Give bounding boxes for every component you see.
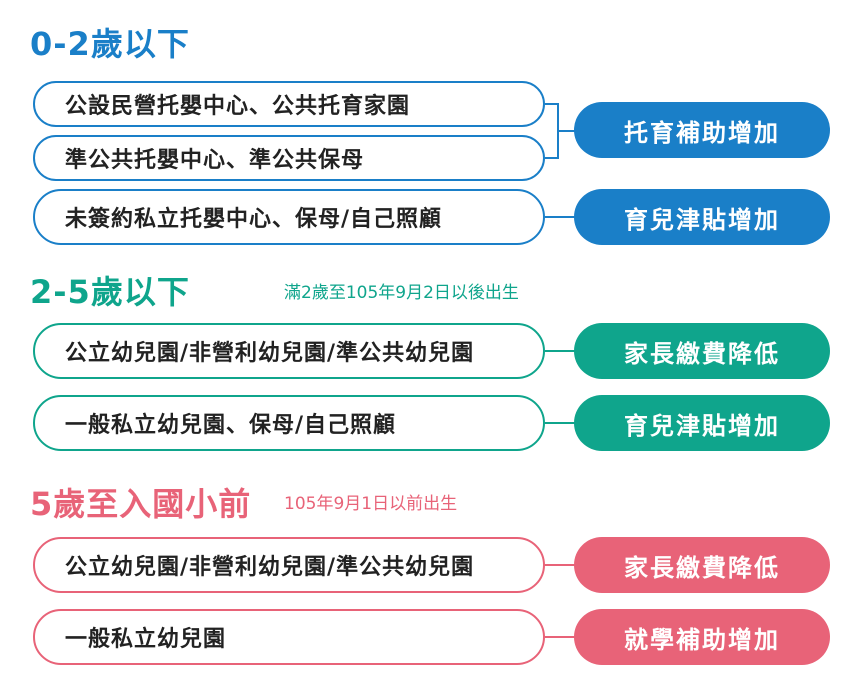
connector-line: [545, 564, 575, 566]
result-badge: 家長繳費降低: [574, 537, 830, 593]
connector-line: [557, 130, 575, 132]
connector-line: [545, 216, 575, 218]
connector-line: [545, 422, 575, 424]
result-badge: 托育補助增加: [574, 102, 830, 158]
result-badge: 家長繳費降低: [574, 323, 830, 379]
category-pill: 公立幼兒園/非營利幼兒園/準公共幼兒園: [33, 537, 545, 593]
connector-line: [545, 350, 575, 352]
category-pill: 未簽約私立托嬰中心、保母/自己照顧: [33, 189, 545, 245]
category-pill: 公立幼兒園/非營利幼兒園/準公共幼兒園: [33, 323, 545, 379]
connector-line: [545, 636, 575, 638]
section-note: 滿2歲至105年9月2日以後出生: [284, 283, 519, 303]
result-badge: 就學補助增加: [574, 609, 830, 665]
category-pill: 一般私立幼兒園、保母/自己照顧: [33, 395, 545, 451]
result-badge: 育兒津貼增加: [574, 395, 830, 451]
connector-line: [545, 103, 559, 105]
connector-line: [545, 157, 559, 159]
category-pill: 一般私立幼兒園: [33, 609, 545, 665]
section-title-5-plus: 5歲至入國小前: [30, 485, 252, 523]
category-pill: 準公共托嬰中心、準公共保母: [33, 135, 545, 181]
section-title-0-2: 0-2歲以下: [30, 25, 190, 63]
category-pill: 公設民營托嬰中心、公共托育家園: [33, 81, 545, 127]
section-title-2-5: 2-5歲以下: [30, 273, 190, 311]
result-badge: 育兒津貼增加: [574, 189, 830, 245]
section-note: 105年9月1日以前出生: [284, 494, 458, 514]
